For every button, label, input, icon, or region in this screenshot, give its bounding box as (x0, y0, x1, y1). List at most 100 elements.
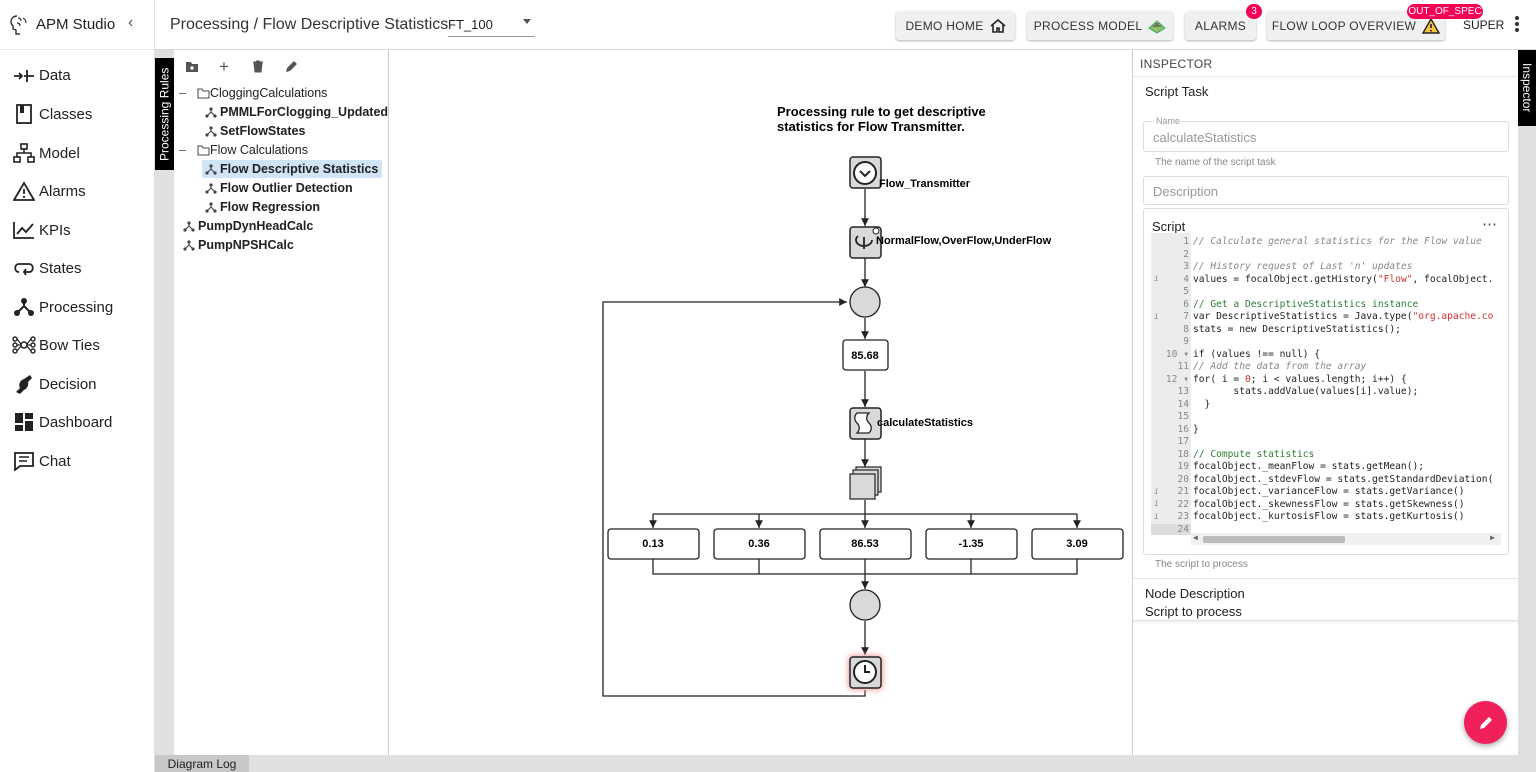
collapse-nav-icon[interactable]: ‹ (128, 14, 134, 31)
tree-rule-row[interactable]: Flow Outlier Detection (205, 179, 353, 197)
nav-item-label: Data (39, 66, 71, 84)
script-hint: The script to process (1155, 559, 1248, 570)
new-folder-icon[interactable] (185, 60, 199, 76)
nav-item-dashboard[interactable]: Dashboard (0, 405, 155, 439)
nav-item-label: Decision (39, 375, 97, 393)
demo-home-button[interactable]: DEMO HOME (896, 11, 1015, 40)
rules-tree-panel: + – CloggingCalculations PMMLForClogging… (174, 50, 389, 755)
output-node[interactable] (819, 528, 912, 560)
nav-item-kpis[interactable]: KPIs (0, 213, 155, 247)
book-icon (11, 104, 37, 124)
asset-select-value: FT_100 (448, 17, 493, 32)
nav-item-states[interactable]: States (0, 251, 155, 285)
data-flow-icon (11, 67, 37, 83)
rule-node-icon (205, 163, 217, 175)
loop-node-label: NormalFlow,OverFlow,UnderFlow (876, 235, 1052, 247)
output-value: 86.53 (851, 538, 879, 550)
bottom-bar: Diagram Log (155, 755, 1536, 772)
rule-node-icon (183, 220, 195, 232)
brand[interactable]: APM Studio ‹ (0, 0, 154, 50)
nav-item-model[interactable]: Model (0, 136, 155, 170)
dashboard-icon (11, 412, 37, 432)
tree-folder-row[interactable]: – Flow Calculations (179, 141, 308, 159)
nav-item-alarms[interactable]: Alarms (0, 174, 155, 208)
output-value: -1.35 (958, 538, 983, 550)
nav-item-processing[interactable]: Processing (0, 290, 155, 324)
app-title: APM Studio (36, 16, 116, 33)
tree-rule-row[interactable]: Flow Regression (205, 198, 320, 216)
tree-item-label: PumpNPSHCalc (198, 238, 294, 252)
diagram-log-tab[interactable]: Diagram Log (155, 755, 249, 772)
asset-select[interactable]: FT_100 (448, 13, 535, 37)
output-node[interactable] (1031, 528, 1124, 560)
tree-item-label: Flow Outlier Detection (220, 181, 353, 195)
nav-item-classes[interactable]: Classes (0, 97, 155, 131)
nav-item-chat[interactable]: Chat (0, 444, 155, 478)
rule-node-icon (205, 125, 217, 137)
collapse-icon[interactable]: – (179, 86, 186, 100)
merge-gateway-node[interactable] (849, 286, 881, 318)
tree-rule-row-selected[interactable]: Flow Descriptive Statistics (202, 160, 383, 178)
diagram-title-line1: Processing rule to get descriptive (777, 104, 986, 119)
name-field-hint: The name of the script task (1155, 157, 1276, 168)
tree-item-label: Flow Regression (220, 200, 321, 214)
loop-icon (11, 260, 37, 276)
value-node[interactable] (842, 339, 889, 371)
processing-rules-tab[interactable]: Processing Rules (155, 58, 174, 170)
collapse-icon[interactable]: – (179, 143, 186, 157)
output-node[interactable] (925, 528, 1018, 560)
delete-icon[interactable] (252, 60, 264, 76)
chevron-down-icon (523, 19, 531, 24)
rules-panel-strip (155, 50, 174, 755)
warning-icon (11, 181, 37, 201)
edit-icon[interactable] (285, 60, 298, 76)
nav-item-decision[interactable]: Decision (0, 367, 155, 401)
horizontal-scrollbar[interactable]: ◀ ▶ (1191, 533, 1501, 545)
nav-item-label: Alarms (39, 182, 86, 200)
user-name[interactable]: SUPER (1463, 18, 1505, 32)
tree-rule-row[interactable]: PumpDynHeadCalc (183, 217, 313, 235)
timer-event-node[interactable] (848, 655, 883, 690)
join-gateway-node[interactable] (849, 589, 881, 621)
script-label: Script (1152, 219, 1186, 234)
diagram-canvas[interactable]: Processing rule to get descriptive stati… (389, 50, 1132, 755)
process-model-button[interactable]: PROCESS MODEL (1027, 11, 1173, 40)
more-horiz-icon[interactable]: ⋯ (1482, 216, 1498, 233)
pencil-icon (1479, 716, 1492, 729)
output-value: 3.09 (1066, 538, 1087, 550)
output-node[interactable] (713, 528, 806, 560)
decision-icon (11, 373, 37, 395)
breadcrumb: Processing / Flow Descriptive Statistics (170, 16, 449, 33)
process-model-label: PROCESS MODEL (1033, 18, 1143, 33)
script-field[interactable]: Script ⋯ (1143, 208, 1509, 555)
start-event-node[interactable] (849, 156, 882, 189)
add-icon[interactable]: + (219, 57, 229, 76)
edit-fab-button[interactable] (1464, 701, 1507, 744)
tree-rule-row[interactable]: PumpNPSHCalc (183, 236, 294, 254)
inspector-tab[interactable]: Inspector (1518, 50, 1536, 126)
description-field[interactable]: Description (1143, 176, 1509, 205)
description-placeholder: Description (1153, 184, 1219, 199)
nav-item-bow-ties[interactable]: Bow Ties (0, 328, 155, 362)
nav-item-data[interactable]: Data (0, 58, 155, 92)
tree-rule-row[interactable]: SetFlowStates (205, 122, 305, 140)
inspector-section-title: Script Task (1145, 84, 1209, 99)
tree-folder-row[interactable]: – CloggingCalculations (179, 84, 327, 102)
output-node[interactable] (607, 528, 700, 560)
process-diagram[interactable]: Processing rule to get descriptive stati… (389, 50, 1132, 755)
multi-instance-node[interactable] (849, 466, 882, 500)
name-field[interactable]: Name calculateStatistics (1143, 116, 1509, 152)
chat-icon (11, 451, 37, 471)
nav-item-label: Classes (39, 105, 93, 123)
nav-item-label: Model (39, 144, 80, 162)
script-task-node[interactable] (849, 407, 882, 440)
tree-rule-row[interactable]: PMMLForClogging_Updated (205, 103, 388, 121)
tree-item-label: SetFlowStates (220, 124, 306, 138)
more-vert-icon[interactable] (1512, 14, 1522, 36)
top-bar: Processing / Flow Descriptive Statistics… (155, 0, 1536, 50)
alarms-button[interactable]: ALARMS (1185, 11, 1256, 40)
loop-node[interactable] (849, 226, 882, 259)
status-badge: OUT_OF_SPEC (1407, 4, 1483, 19)
demo-home-label: DEMO HOME (905, 18, 984, 33)
